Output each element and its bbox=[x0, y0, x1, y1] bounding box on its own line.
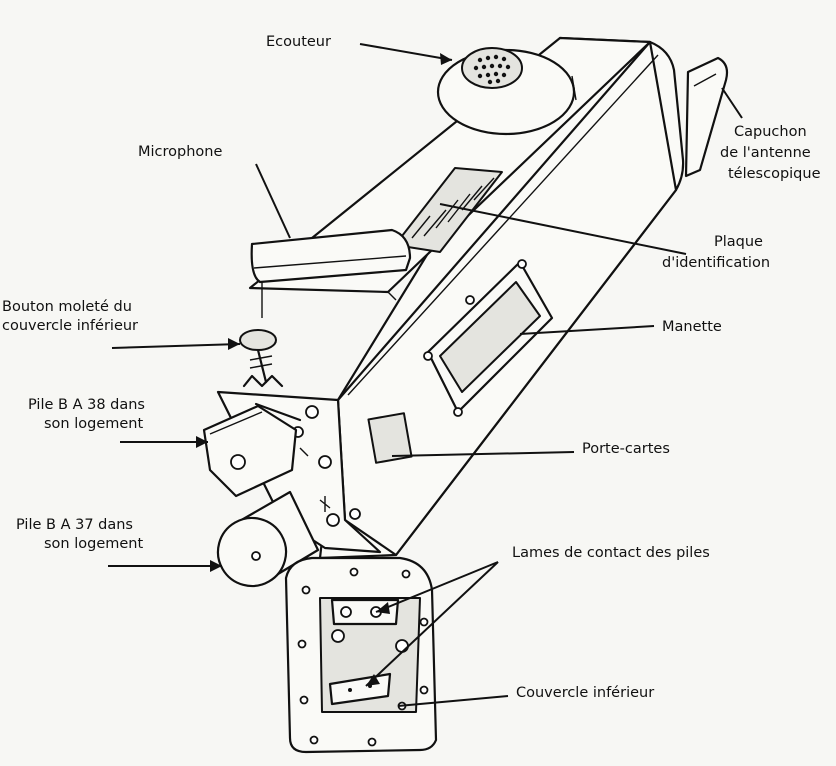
bottom-cover bbox=[284, 556, 438, 754]
battery-ba37 bbox=[216, 490, 320, 588]
leader-lines bbox=[108, 43, 743, 707]
label-pile37: Pile B A 37 dans son logement bbox=[16, 516, 143, 554]
leader-bouton bbox=[111, 343, 241, 349]
label-pile37-line2: son logement bbox=[44, 536, 144, 552]
leader-lames-2 bbox=[365, 561, 499, 687]
leader-microphone bbox=[255, 163, 291, 239]
label-lames: Lames de contact des piles bbox=[512, 545, 710, 561]
handle bbox=[423, 259, 554, 417]
label-plaque-line1: Plaque bbox=[714, 234, 763, 250]
label-bouton: Bouton moleté du couvercle inférieur bbox=[2, 298, 138, 336]
label-plaque-line2: d'identification bbox=[662, 255, 771, 271]
label-pile38-line2: son logement bbox=[44, 416, 144, 432]
leader-lames-1 bbox=[375, 561, 499, 613]
label-pile37-line1: Pile B A 37 dans bbox=[16, 517, 133, 533]
leader-plaque bbox=[439, 203, 687, 255]
battery-ba38 bbox=[202, 402, 302, 498]
label-portecartes: Porte-cartes bbox=[582, 441, 670, 457]
label-plaque: Plaque d'identification bbox=[662, 232, 770, 274]
leader-capuchon bbox=[721, 87, 743, 119]
label-ecouteur: Ecouteur bbox=[266, 34, 331, 50]
label-capuchon-line3: télescopique bbox=[728, 166, 821, 182]
leader-couvercle bbox=[397, 695, 509, 707]
label-capuchon-line1: Capuchon bbox=[734, 124, 807, 140]
label-manette: Manette bbox=[662, 319, 722, 335]
label-capuchon: Capuchon de l'antenne télescopique bbox=[720, 122, 821, 185]
earpiece bbox=[436, 47, 577, 136]
leader-arrowheads bbox=[196, 53, 452, 686]
label-couvercle: Couvercle inférieur bbox=[516, 685, 655, 701]
label-bouton-line1: Bouton moleté du bbox=[2, 299, 132, 315]
label-bouton-line2: couvercle inférieur bbox=[2, 318, 139, 334]
knurled-knob bbox=[239, 329, 284, 388]
microphone-part bbox=[250, 228, 412, 318]
label-microphone: Microphone bbox=[138, 144, 223, 160]
leader-ecouteur bbox=[359, 43, 453, 61]
antenna-cap bbox=[684, 56, 729, 178]
card-holder bbox=[367, 412, 413, 464]
identification-plate bbox=[394, 167, 503, 253]
leader-manette bbox=[519, 325, 655, 335]
label-pile38-line1: Pile B A 38 dans bbox=[28, 397, 145, 413]
earpiece-holes bbox=[473, 54, 511, 85]
label-capuchon-line2: de l'antenne bbox=[720, 145, 811, 161]
plate-text-lines bbox=[411, 177, 495, 239]
label-pile38: Pile B A 38 dans son logement bbox=[28, 396, 145, 434]
leader-portecartes bbox=[391, 451, 575, 457]
